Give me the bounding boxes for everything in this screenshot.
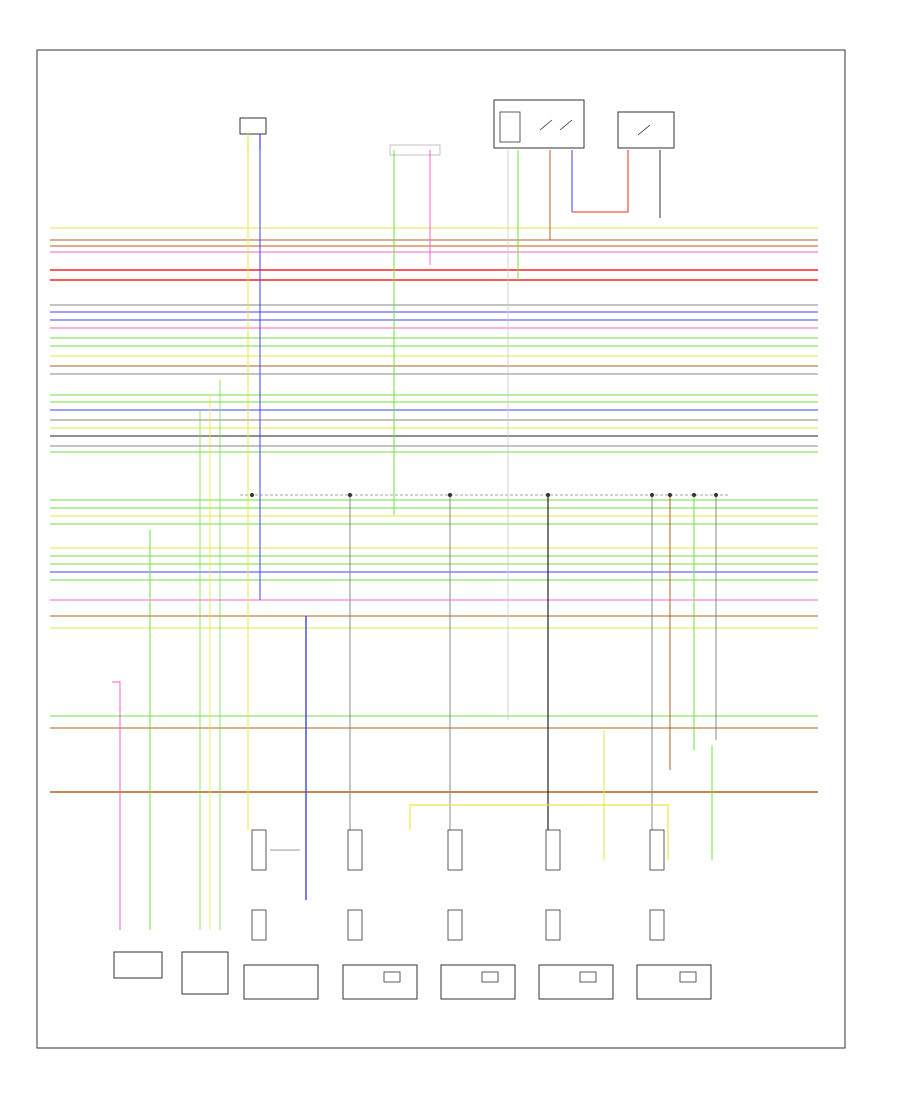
top-connector-b [389, 144, 441, 156]
diagram-frame [36, 49, 846, 1049]
bottom-sensor-3 [440, 829, 516, 1000]
top-switch-box [493, 99, 585, 149]
bottom-sensor-4 [538, 829, 614, 1000]
bottom-module-1 [113, 951, 163, 979]
bottom-sensor-2 [342, 829, 418, 1000]
junction-dots [250, 493, 718, 497]
bottom-sensor-1 [243, 829, 319, 1000]
bottom-module-2 [181, 951, 229, 995]
bottom-sensor-5 [636, 829, 712, 1000]
vertical-wires [112, 150, 717, 930]
top-connector-a [239, 117, 267, 150]
top-relay [617, 111, 675, 149]
horizontal-wires [50, 227, 818, 793]
